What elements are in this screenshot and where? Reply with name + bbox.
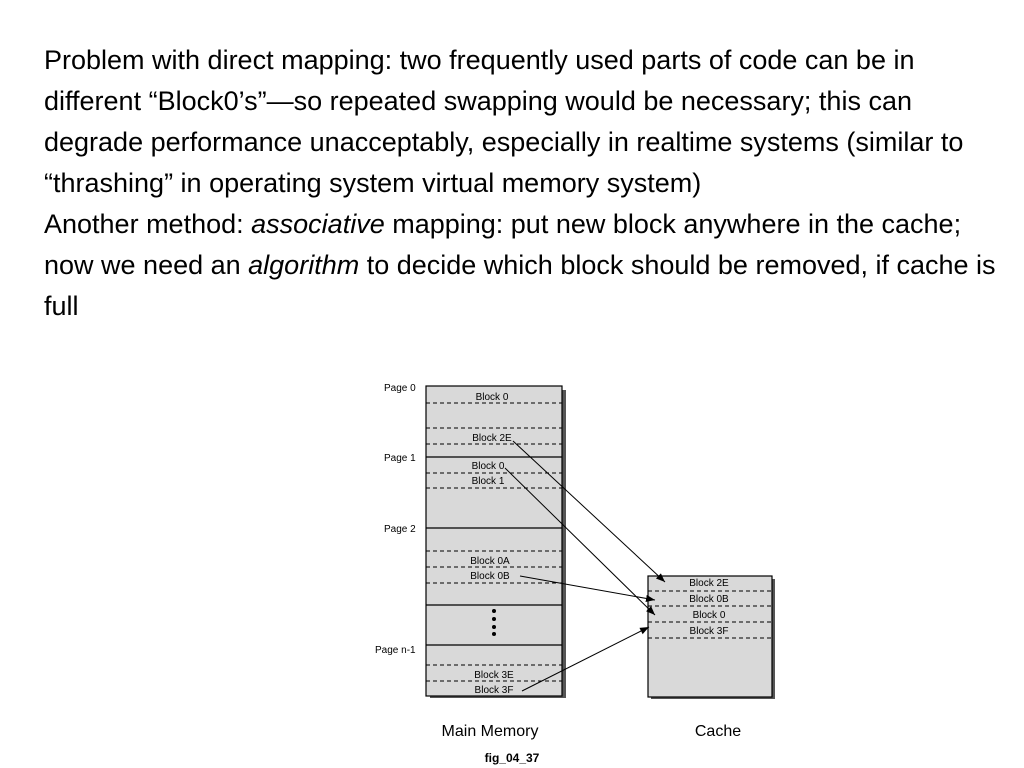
- paragraph-direct-mapping: Problem with direct mapping: two frequen…: [44, 40, 1004, 204]
- cache-caption: Cache: [695, 723, 741, 740]
- paragraph-associative: Another method: associative mapping: put…: [44, 204, 1004, 327]
- arrow-0-to-cache: [504, 467, 656, 616]
- main-block-label: Block 1: [472, 476, 505, 487]
- page-label: Page 2: [384, 524, 416, 535]
- page-label: Page n-1: [375, 645, 416, 656]
- direct-mapping-text: Problem with direct mapping: two frequen…: [44, 45, 964, 198]
- cache-column: Block 2E Block 0B Block 0 Block 3F: [647, 575, 775, 699]
- page-labels: Page 0 Page 1 Page 2 Page n-1: [375, 383, 416, 656]
- assoc-emphasis-algorithm: algorithm: [248, 250, 360, 280]
- page-label: Page 1: [384, 453, 416, 464]
- main-block-label: Block 0A: [470, 556, 510, 567]
- mapping-arrows: [504, 440, 666, 692]
- arrow-3F-to-cache: [521, 626, 650, 692]
- arrow-0B-to-cache: [519, 575, 656, 602]
- main-memory-caption: Main Memory: [442, 723, 539, 740]
- ellipsis-dot: [492, 625, 496, 629]
- cache-block-label: Block 0B: [689, 594, 729, 605]
- main-block-label: Block 2E: [472, 433, 512, 444]
- cache-block-label: Block 3F: [690, 626, 729, 637]
- main-memory-box: [425, 385, 563, 697]
- main-block-label: Block 0: [472, 461, 505, 472]
- main-block-label: Block 0: [476, 392, 509, 403]
- main-block-label: Block 0B: [470, 571, 510, 582]
- cache-box: [647, 575, 773, 698]
- slide-body: Problem with direct mapping: two frequen…: [44, 40, 1004, 327]
- ellipsis-dot: [492, 609, 496, 613]
- ellipsis-dot: [492, 617, 496, 621]
- assoc-emphasis-associative: associative: [251, 209, 385, 239]
- cache-block-label: Block 0: [693, 610, 726, 621]
- assoc-text-1: Another method:: [44, 209, 252, 239]
- main-memory-column: Block 0 Block 2E Block 0 Block 1 Block 0…: [425, 385, 566, 698]
- figure-id: fig_04_37: [485, 751, 540, 765]
- main-block-label: Block 3F: [475, 685, 514, 696]
- arrow-2E-to-cache: [512, 440, 666, 583]
- cache-block-label: Block 2E: [689, 578, 729, 589]
- main-block-label: Block 3E: [474, 670, 514, 681]
- ellipsis-dot: [492, 632, 496, 636]
- assoc-text-2: mapping: put new block anywhere in the c…: [44, 209, 962, 280]
- assoc-text-3: to decide which block should be removed,…: [44, 250, 996, 321]
- page-label: Page 0: [384, 383, 416, 394]
